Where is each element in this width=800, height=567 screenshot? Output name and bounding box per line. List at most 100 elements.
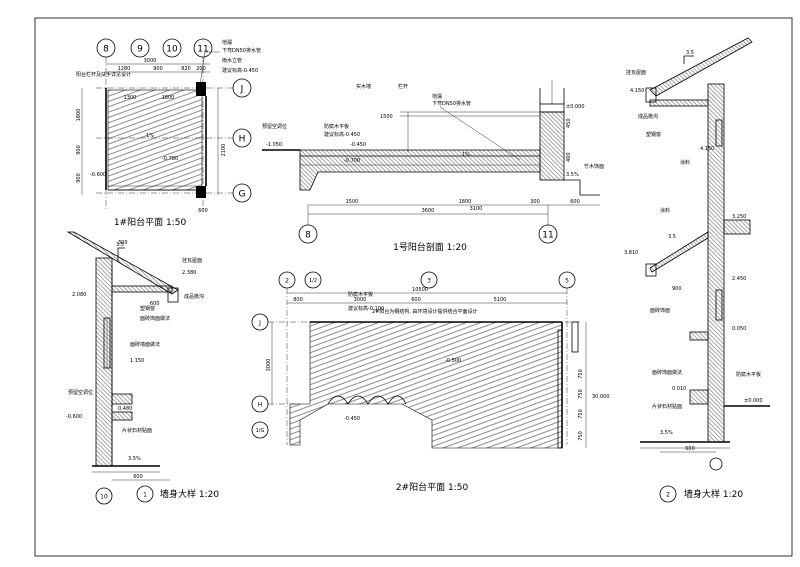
detail1-level-b: 2.080 [72, 292, 86, 298]
detail2-note-0: 挂瓦屋面 [626, 69, 646, 76]
detail2-slope-a2: 3.5 [668, 234, 676, 240]
section1-dim-600: 600 [570, 199, 580, 205]
svg-text:11: 11 [542, 231, 553, 241]
svg-text:1: 1 [143, 492, 147, 499]
plan1-dim-right: 2100 [221, 144, 227, 157]
plan2-axis-1-2: 1/2 [304, 271, 322, 289]
detail2-level-e: 0.050 [732, 326, 746, 332]
plan2-axis-1G: 1/G [251, 421, 269, 439]
section1-dim-300: 300 [530, 199, 540, 205]
detail2-note-4: 涂料 [660, 207, 670, 214]
section1-note-railing: 栏杆 [398, 83, 408, 90]
plan2-dim-r3: 750 [578, 409, 584, 419]
svg-text:G: G [239, 190, 246, 200]
svg-text:10: 10 [100, 494, 108, 501]
section1-level-right: 3.5% [566, 172, 579, 178]
plan2-arches [327, 395, 407, 405]
detail1-gutter [167, 287, 179, 303]
plan2-dim-c: 600 [411, 297, 421, 303]
detail1-note-2: 塑钢窗 [140, 305, 155, 312]
plan1-dim-left-b: 900 [76, 145, 82, 155]
svg-text:2: 2 [666, 492, 670, 499]
plan1-dim-top-total: 3000 [144, 58, 157, 64]
detail2-window-a [715, 119, 723, 147]
section1-level-top: ±0.000 [566, 104, 585, 110]
section1-drawing: 实木墙 栏杆 地漏 下弯DN50排水管 预留空调位 防腐木平板 建议标高-0.4… [262, 80, 604, 253]
plan1-note-drain: 地漏 [222, 39, 232, 46]
detail1-note-5: 预留空调位 [68, 389, 93, 396]
section1-note-c: 建议标高-0.450 [324, 131, 360, 138]
plan1-column-bottom [196, 186, 206, 198]
plan2-dim-left: 3000 [266, 359, 272, 372]
plan1-axis-8: 8 [96, 38, 116, 210]
detail2-note-6: 面砖饰面做法 [652, 369, 682, 376]
svg-text:1/2: 1/2 [309, 278, 317, 284]
section1-dim-450: 450 [566, 118, 572, 128]
plan1-slope: 1% [146, 133, 154, 139]
plan1-note-level: 建议标高-0.450 [222, 67, 258, 74]
svg-text:8: 8 [305, 231, 311, 241]
plan1-note-pipe: 下弯DN50排水管 [222, 47, 261, 54]
plan1-drawing: 8 9 10 11 3000 1280 900 820 200 J [76, 38, 261, 228]
section1-level-left: -1.050 [266, 142, 282, 148]
section1-dim-1500-top: 1500 [380, 114, 393, 120]
detail2-level-f: 0.010 [672, 386, 686, 392]
section1-level-low: -0.700 [344, 158, 360, 164]
plan1-axis-J: J [96, 78, 252, 98]
section1-side-note: 竹木饰面 [584, 163, 604, 170]
plan1-dim-top-a: 1280 [118, 66, 131, 72]
detail1-note-3: 面砖饰面做法 [140, 315, 170, 322]
detail1-level-d: 0.480 [118, 406, 132, 412]
detail2-axis-2: 2 [659, 485, 677, 503]
svg-text:10: 10 [166, 45, 178, 55]
plan1-dim-left-c: 900 [76, 173, 82, 183]
section1-axis-8: 8 [298, 205, 318, 244]
detail1-slope: 3.5% [128, 456, 141, 462]
detail1-drawing: 3.5 挂瓦屋面 2.380 成品檐沟 塑钢窗 面砖饰面做法 面砖墙面做法 2.… [66, 231, 219, 505]
section1-dim-3600: 3600 [422, 208, 435, 214]
plan2-dim-d: 5100 [494, 297, 507, 303]
plan2-note-b: 建议标高-0.100 [348, 305, 384, 312]
plan1-title: 1#阳台平面 1:50 [114, 216, 187, 228]
plan2-dim-r4: 750 [578, 431, 584, 441]
section1-dim-1500: 1500 [346, 199, 359, 205]
detail1-axis-10: 10 [95, 487, 113, 505]
detail2-level-d: 2.450 [732, 276, 746, 282]
plan1-note-top: 阳台栏杆及扶手详见设计 [76, 71, 131, 78]
detail1-level-c: 1.150 [130, 358, 144, 364]
section1-axis-11: 11 [538, 205, 558, 244]
plan1-level-b: -0.780 [162, 156, 178, 162]
sheet-border [34, 17, 793, 557]
section1-level-mid: -0.450 [350, 142, 366, 148]
detail1-dim-bottom: 600 [133, 474, 143, 480]
detail2-note-1: 成品檐沟 [638, 113, 658, 120]
plan1-axis-10: 10 [162, 38, 182, 58]
detail1-axis-1: 1 [136, 485, 154, 503]
detail2-dim-900: 900 [672, 286, 682, 292]
plan2-dim-r2: 750 [578, 389, 584, 399]
plan1-level-a: -0.600 [90, 172, 106, 178]
detail1-note-4: 面砖墙面做法 [130, 341, 160, 348]
plan2-dim-total: 10500 [412, 287, 428, 293]
plan2-level-a: -0.500 [445, 358, 461, 364]
plan2-dim-a: 800 [293, 297, 303, 303]
section1-title: 1号阳台剖面 1:20 [393, 241, 467, 253]
detail2-note-5: 面砖饰面 [650, 307, 670, 314]
detail2-slope-a: 3.5 [686, 50, 694, 56]
detail2-note-7: 防腐木平板 [736, 371, 761, 378]
svg-text:H: H [258, 402, 263, 409]
plan2-axis-2: 2 [278, 271, 296, 445]
detail2-roof [649, 37, 753, 97]
plan2-dim-r1: 750 [578, 369, 584, 379]
svg-text:9: 9 [137, 45, 143, 55]
section1-note-drain: 地漏 [432, 93, 442, 100]
plan1-floor [107, 89, 203, 191]
detail2-level-c: 3.810 [624, 250, 638, 256]
detail1-title: 墙身大样 1:20 [160, 488, 219, 500]
detail1-slope-roof: 3.5 [116, 242, 124, 248]
plan1-dim-inner-b: 1800 [162, 95, 175, 101]
detail1-level-a: 2.380 [182, 270, 196, 276]
section1-wall [539, 111, 565, 181]
plan2-dim-r-total: 30.000 [592, 394, 610, 400]
